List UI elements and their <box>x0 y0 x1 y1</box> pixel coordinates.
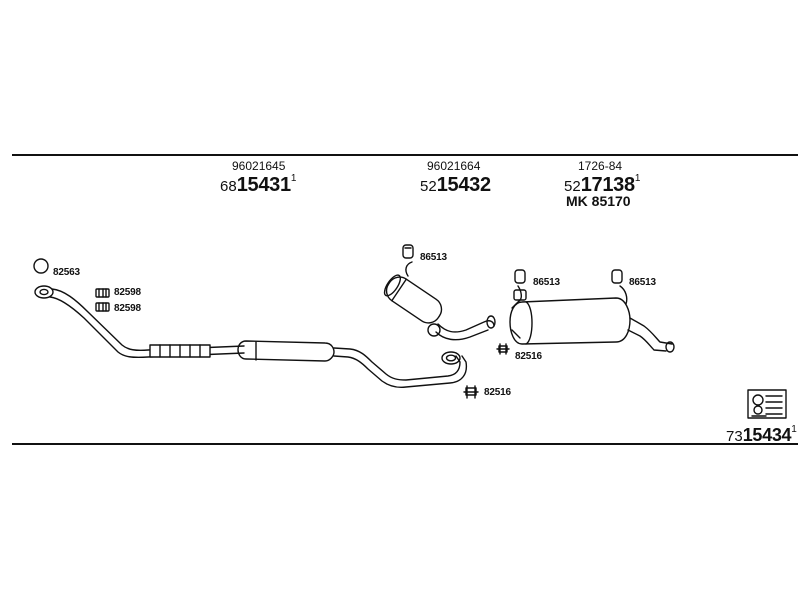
middle-pipe <box>333 347 461 381</box>
rear-hanger-1-icon <box>514 269 526 284</box>
label-ring-gasket: 82563 <box>53 267 80 278</box>
centre-silencer <box>237 340 335 362</box>
label-clamp-b: 82598 <box>114 303 141 314</box>
label-rear-hanger-1: 86513 <box>533 277 560 288</box>
part-3-mk: MK 85170 <box>566 193 631 209</box>
part-2-main: 15432 <box>436 174 491 196</box>
part-3-suffix: 1 <box>634 173 641 184</box>
front-flange-icon <box>34 285 54 299</box>
label-clamp-a: 82598 <box>114 287 141 298</box>
middle-hanger-icon <box>402 244 414 259</box>
part-3-number: 52171381 <box>564 173 641 196</box>
ring-gasket-icon <box>33 258 49 274</box>
kit-number: 73154341 <box>726 424 797 445</box>
kit-box-icon <box>747 389 787 419</box>
middle-silencer <box>383 274 443 324</box>
part-2-prefix: 52 <box>420 178 437 195</box>
part-2-ref: 96021664 <box>427 159 481 173</box>
part-1-number: 68154311 <box>220 173 297 196</box>
clamp-a-icon <box>95 288 110 298</box>
label-bracket-upper: 82516 <box>515 351 542 362</box>
clamp-b-icon <box>95 302 110 312</box>
bracket-lower-icon <box>463 385 479 399</box>
bracket-upper-icon <box>496 343 510 355</box>
label-middle-hanger: 86513 <box>420 252 447 263</box>
kit-suffix: 1 <box>791 424 797 435</box>
kit-main: 15434 <box>742 425 792 445</box>
rear-hanger-2-icon <box>611 269 623 284</box>
part-2-number: 5215432 <box>420 175 491 195</box>
rear-silencer <box>509 297 631 345</box>
bottom-rule <box>12 443 798 445</box>
top-rule <box>12 154 798 156</box>
part-1-suffix: 1 <box>290 173 297 184</box>
front-pipe <box>51 288 245 352</box>
part-1-main: 15431 <box>236 174 291 196</box>
label-bracket-lower: 82516 <box>484 387 511 398</box>
part-1-ref: 96021645 <box>232 159 286 173</box>
kit-prefix: 73 <box>726 428 743 445</box>
part-1-prefix: 68 <box>220 178 237 195</box>
part-3-prefix: 52 <box>564 178 581 195</box>
label-rear-hanger-2: 86513 <box>629 277 656 288</box>
part-3-main: 17138 <box>580 174 635 196</box>
part-3-ref: 1726-84 <box>578 159 623 173</box>
